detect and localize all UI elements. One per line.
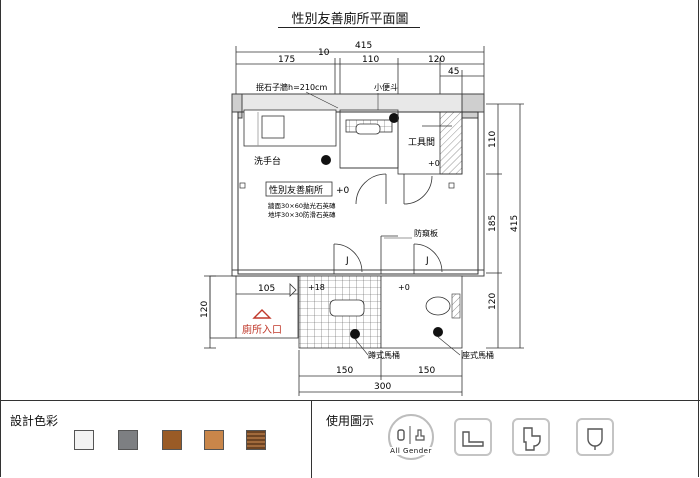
urinal-area	[339, 109, 399, 169]
label-wall-tile: 牆面30×60拋光石英磚	[268, 201, 336, 210]
tool-room	[397, 111, 463, 175]
all-gender-icon: All Gender	[388, 414, 434, 460]
western-tank	[451, 293, 461, 319]
wall-marker-right	[448, 182, 455, 189]
color-swatch-wood-dark	[162, 430, 182, 450]
western-toilet	[425, 296, 451, 316]
label-tool-room: 工具間	[408, 137, 435, 148]
label-urinal: 小便斗	[374, 82, 398, 92]
label-sink: 洗手台	[254, 155, 281, 167]
dim-left-105: 105	[258, 284, 275, 294]
label-floor-tile: 地坪30×30防滑石英磚	[268, 210, 336, 219]
label-door-j2: J	[425, 256, 429, 266]
page-title: 性別友善廁所平面圖	[291, 12, 409, 27]
color-swatch-white	[74, 430, 94, 450]
right-dimensions	[486, 103, 524, 349]
label-squat: 蹲式馬桶	[368, 350, 400, 360]
sink-counter	[243, 109, 337, 147]
squat-marker	[350, 329, 360, 339]
dim-right-120: 120	[488, 293, 498, 310]
all-gender-text: All Gender	[388, 447, 434, 455]
label-level-0b: +0	[398, 283, 410, 292]
dim-bottom-150a: 150	[336, 366, 353, 376]
label-wall: 抿石子牆h=210cm	[256, 82, 327, 92]
western-toilet-icon	[512, 418, 550, 456]
dim-left-120: 120	[200, 301, 210, 318]
bottom-dimensions	[298, 350, 463, 396]
colors-section-label: 設計色彩	[10, 414, 59, 428]
room-outline	[237, 111, 479, 275]
color-swatch-wood-light	[204, 430, 224, 450]
dim-top-total: 415	[355, 41, 372, 51]
dim-top-120: 120	[428, 55, 445, 65]
floor-plan: 415 10 175 110 120 45 110 185 120 415 12…	[200, 41, 524, 396]
label-tool-level: +0	[428, 159, 440, 168]
western-marker	[433, 327, 443, 337]
footer-split	[311, 400, 312, 478]
label-room-level: +0	[336, 186, 350, 196]
left-dimensions	[204, 275, 298, 349]
urinal-marker	[389, 113, 399, 123]
sink-marker	[321, 155, 331, 165]
entrance-corridor	[209, 275, 299, 339]
squat-toilet	[329, 299, 365, 317]
dim-right-110: 110	[488, 131, 498, 148]
label-western: 座式馬桶	[462, 350, 494, 360]
wall-marker-left	[239, 182, 246, 189]
dim-top-175: 175	[278, 55, 295, 65]
dim-right-185: 185	[488, 215, 498, 232]
room-name-box	[265, 181, 333, 197]
dim-top-45: 45	[448, 67, 459, 77]
entrance-arrow-icon	[252, 309, 272, 319]
dim-top-110: 110	[362, 55, 379, 65]
dim-right-total: 415	[510, 215, 520, 232]
color-swatch-gray	[118, 430, 138, 450]
title-underline	[278, 27, 420, 28]
urinal-icon	[576, 418, 614, 456]
squat-toilet-icon	[454, 418, 492, 456]
footer-divider	[0, 400, 700, 401]
western-stall	[380, 275, 463, 349]
color-swatch-wood-grain	[246, 430, 266, 450]
label-room-name: 性別友善廁所	[269, 184, 323, 196]
dim-bottom-150b: 150	[418, 366, 435, 376]
label-anti-peep: 防窺板	[414, 228, 438, 238]
icons-section-label: 使用圖示	[326, 414, 375, 428]
label-level-18: +18	[308, 283, 325, 292]
top-dimensions	[235, 46, 485, 94]
label-door-j1: J	[345, 256, 349, 266]
lower-doors	[333, 235, 443, 274]
dim-bottom-300: 300	[374, 382, 391, 392]
dim-top-10: 10	[318, 48, 330, 58]
label-entrance: 廁所入口	[242, 323, 282, 336]
upper-doors	[355, 173, 433, 205]
